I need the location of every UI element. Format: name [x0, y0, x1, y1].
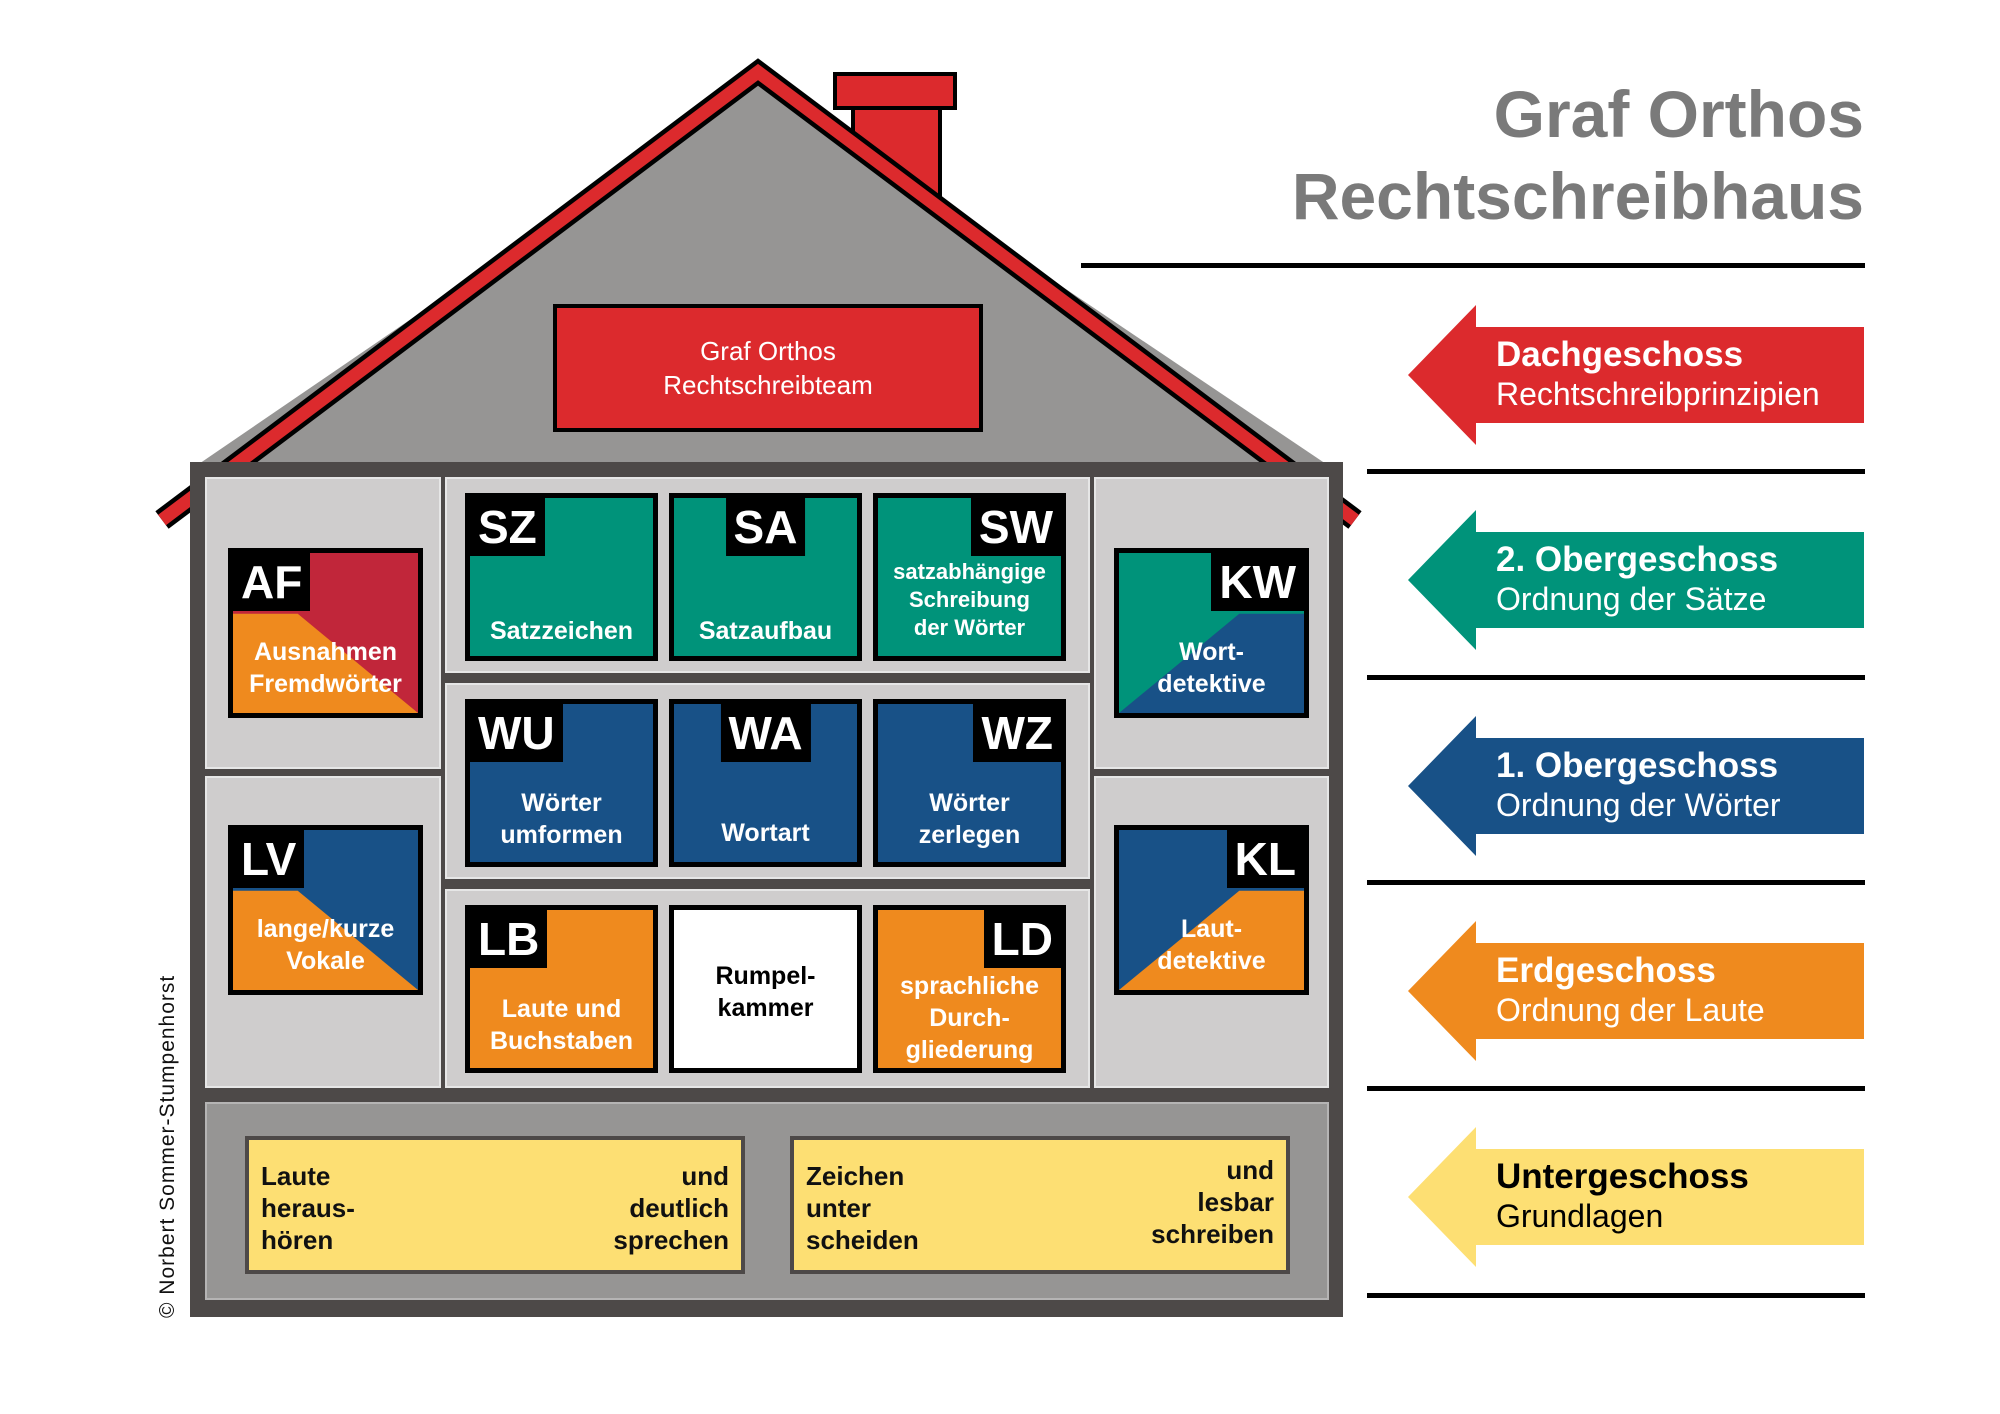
basement-box1-left: Laute heraus- hören — [261, 1161, 355, 1255]
room-wz[interactable]: WZ Wörter zerlegen — [873, 699, 1066, 867]
room-sz[interactable]: SZ Satzzeichen — [465, 493, 658, 661]
floor-name: Erdgeschoss — [1496, 951, 1716, 990]
room-kl[interactable]: KL Laut- detektive — [1114, 825, 1309, 995]
floor-divider — [1367, 880, 1865, 885]
room-kw[interactable]: KW Wort- detektive — [1114, 548, 1309, 718]
attic-sign-line2: Rechtschreibteam — [663, 370, 873, 400]
floor-name: Untergeschoss — [1496, 1157, 1749, 1196]
room-sw[interactable]: SW satzabhängige Schreibung der Wörter — [873, 493, 1066, 661]
floor-description: Ordnung der Sätze — [1496, 581, 1767, 617]
arrow-left-icon — [1408, 716, 1864, 856]
room-label: Satzzeichen — [489, 617, 634, 645]
room-label: Wortart — [721, 819, 810, 847]
floor-divider — [1367, 1086, 1865, 1091]
room-label: lange/kurze Vokale — [256, 915, 395, 975]
arrow-left-icon — [1408, 1127, 1864, 1267]
room-ld[interactable]: LD sprachliche Durch- gliederung — [873, 905, 1066, 1073]
room-label: satzabhängige Schreibung der Wörter — [893, 559, 1046, 640]
floor-description: Ordnung der Laute — [1496, 992, 1765, 1028]
title-underline — [1081, 263, 1865, 268]
room-label: Satzaufbau — [698, 617, 833, 645]
room-code: SW — [970, 498, 1061, 556]
basement-box2-right: und lesbar schreiben — [1151, 1155, 1274, 1249]
room-label: Wort- detektive — [1157, 638, 1266, 698]
floor-divider — [1367, 1293, 1865, 1298]
room-sa[interactable]: SA Satzaufbau — [669, 493, 862, 661]
arrow-left-icon — [1408, 510, 1864, 650]
room-lb[interactable]: LB Laute und Buchstaben — [465, 905, 658, 1073]
floor-name: Dachgeschoss — [1496, 335, 1744, 374]
room-lv[interactable]: LV lange/kurze Vokale — [228, 825, 423, 995]
copyright-text: © Norbert Sommer-Stumpenhorst — [156, 974, 179, 1318]
room-code: WU — [470, 704, 563, 762]
room-rumpelkammer[interactable]: Rumpel- kammer — [669, 905, 862, 1073]
floor-description: Ordnung der Wörter — [1496, 787, 1781, 823]
room-label: Wörter zerlegen — [918, 789, 1021, 849]
attic-sign-line1: Graf Orthos — [700, 336, 836, 366]
floor-description: Rechtschreibprinzipien — [1496, 376, 1820, 412]
room-label: sprachliche Durch- gliederung — [900, 972, 1039, 1064]
room-code: WZ — [973, 704, 1061, 762]
basement-box1-right: und deutlich sprechen — [613, 1161, 729, 1255]
room-code: LV — [233, 830, 305, 888]
room-code: SA — [725, 498, 806, 556]
floor-name: 1. Obergeschoss — [1496, 746, 1779, 785]
room-label: Rumpel- kammer — [715, 962, 816, 1022]
room-label: Laute und Buchstaben — [489, 995, 634, 1055]
room-code: LB — [470, 910, 548, 968]
floor-divider — [1367, 469, 1865, 474]
arrow-left-icon — [1408, 921, 1864, 1061]
room-code: LD — [983, 910, 1061, 968]
room-code: WA — [720, 704, 811, 762]
room-label: Ausnahmen Fremdwörter — [249, 638, 402, 698]
basement-box-hearing-speaking[interactable]: Laute heraus- hören und deutlich spreche… — [245, 1136, 745, 1274]
floor-description: Grundlagen — [1496, 1198, 1664, 1234]
basement-box-distinguish-write[interactable]: Zeichen unter scheiden und lesbar schrei… — [790, 1136, 1290, 1274]
room-wa[interactable]: WA Wortart — [669, 699, 862, 867]
attic-sign: Graf Orthos Rechtschreibteam — [553, 304, 983, 432]
floor-name: 2. Obergeschoss — [1496, 540, 1779, 579]
room-code: KW — [1211, 553, 1304, 611]
room-af[interactable]: AF Ausnahmen Fremdwörter — [228, 548, 423, 718]
room-label: Wörter umformen — [500, 789, 623, 849]
room-code: AF — [233, 553, 311, 611]
room-code: KL — [1226, 830, 1304, 888]
attic-gable — [190, 82, 1335, 470]
arrow-left-icon — [1408, 305, 1864, 445]
basement-box2-left: Zeichen unter scheiden — [806, 1161, 919, 1255]
roof-red — [158, 63, 1359, 526]
page-title-line1: Graf Orthos — [1493, 77, 1864, 151]
room-label: Laut- detektive — [1157, 915, 1266, 975]
chimney-cap — [833, 72, 957, 110]
floor-divider — [1367, 675, 1865, 680]
page-title-line2: Rechtschreibhaus — [1291, 159, 1864, 233]
room-wu[interactable]: WU Wörter umformen — [465, 699, 658, 867]
room-code: SZ — [470, 498, 545, 556]
